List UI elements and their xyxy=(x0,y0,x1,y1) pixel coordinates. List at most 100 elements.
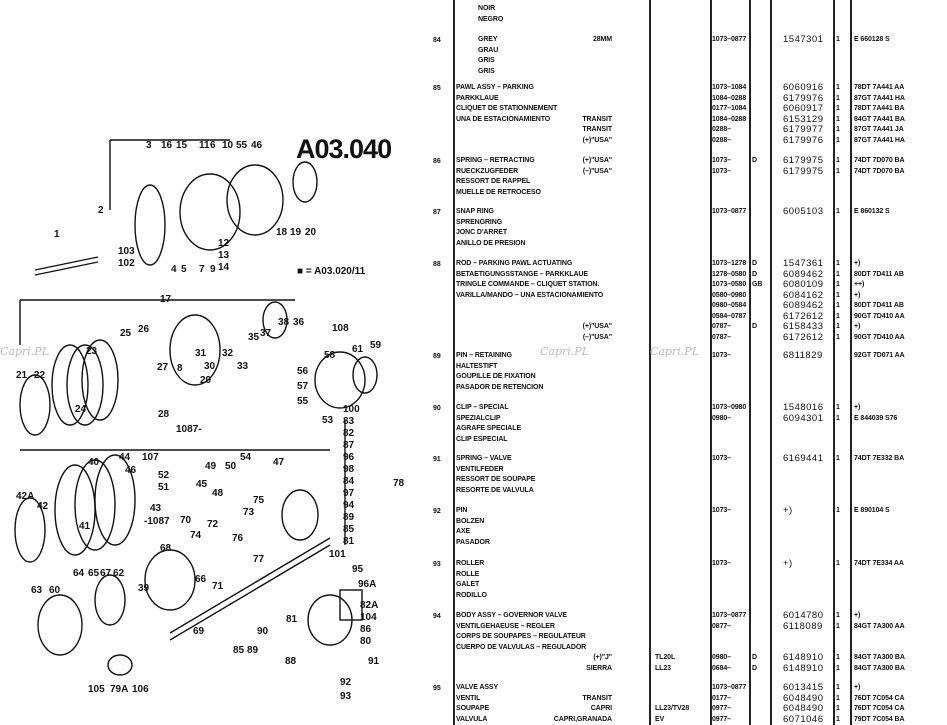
quantity: 1 xyxy=(836,115,840,123)
callout-number: 44 xyxy=(119,452,131,463)
part-number: 6158433 xyxy=(783,321,824,332)
part-description: SOUPAPE xyxy=(456,705,490,712)
part-description: TRINGLE COMMANDE – CLIQUET STATION. xyxy=(456,281,600,288)
date-range: 0584–0787 xyxy=(712,312,747,320)
reference-number: +) xyxy=(854,404,861,411)
callout-number: 39 xyxy=(138,583,150,594)
part-description: GALET xyxy=(456,581,480,588)
callout-number: 26 xyxy=(138,324,150,335)
callout-number: 62 xyxy=(113,568,125,579)
part-description: SNAP RING xyxy=(456,208,494,215)
part-description: CUERPO DE VALVULAS – REGULADOR xyxy=(456,643,587,651)
callout-number: 96A xyxy=(358,579,377,590)
part-number: 6080109 xyxy=(783,279,824,290)
callout-number: 45 xyxy=(196,479,208,490)
item-number: 85 xyxy=(433,85,441,92)
diagram-title: A03.040 xyxy=(296,134,392,164)
quantity: 1 xyxy=(836,622,840,630)
callout-number: 101 xyxy=(329,549,346,560)
part-description: PAWL ASSY – PARKING xyxy=(456,84,534,91)
part-number: 6060916 xyxy=(783,82,824,93)
part-number: 6148910 xyxy=(783,652,824,663)
quantity: 1 xyxy=(836,94,840,102)
callout-number: 94 xyxy=(343,500,355,511)
callout-number: 82A xyxy=(360,600,379,611)
watermark: Capri.PL xyxy=(650,345,699,358)
item-number: 91 xyxy=(433,456,441,463)
date-range: 1073– xyxy=(712,560,731,567)
date-range: 0980–0584 xyxy=(712,302,747,309)
quantity: 1 xyxy=(836,455,840,462)
part-description: AXE xyxy=(456,528,471,535)
model-variant: (+)"USA" xyxy=(582,136,612,144)
quantity: 1 xyxy=(836,167,840,175)
part-description: ROLLER xyxy=(456,560,485,567)
part-description: VENTILGEHAEUSE – REGLER xyxy=(456,622,555,630)
item-number: 89 xyxy=(433,353,441,360)
callout-number: 56 xyxy=(297,366,309,377)
quantity: 1 xyxy=(836,705,840,712)
reference-number: 80DT 7D411 AB xyxy=(854,270,904,278)
callout-number: 108 xyxy=(332,323,349,334)
reference-number: 87GT 7A441 HA xyxy=(854,94,905,102)
reference-number: E 860132 S xyxy=(854,208,890,215)
part-description: AGRAFE SPECIALE xyxy=(456,425,522,432)
model-code: EV xyxy=(655,715,665,723)
part-description: NEGRO xyxy=(478,15,504,23)
part-number: +) xyxy=(783,505,793,516)
reference-number: E 660128 S xyxy=(854,36,890,43)
part-description: RODILLO xyxy=(456,591,487,599)
callout-number: 1 xyxy=(54,229,60,240)
callout-number: 16 xyxy=(161,140,173,151)
item-number: 94 xyxy=(433,613,441,620)
callout-number: 41 xyxy=(79,521,91,532)
callout-number: 9 xyxy=(210,264,216,275)
quantity: 1 xyxy=(836,291,840,299)
part-description: RESSORT DE RAPPEL xyxy=(456,178,531,185)
part-description: PASADOR xyxy=(456,538,490,546)
callout-number: 61 xyxy=(352,344,364,355)
model-variant: CAPRI xyxy=(590,705,612,712)
callout-number: 42 xyxy=(37,501,49,512)
reference-number: +) xyxy=(854,323,861,330)
part-description: VALVE ASSY xyxy=(456,684,499,691)
part-number: 6060917 xyxy=(783,103,824,114)
part-number: 6048490 xyxy=(783,703,824,714)
date-range: 1073–1084 xyxy=(712,84,747,91)
item-number: 95 xyxy=(433,685,441,692)
item-number: 87 xyxy=(433,209,441,216)
quantity: 1 xyxy=(836,208,840,215)
callout-number: 103 xyxy=(118,246,135,257)
part-description: SPRING – RETRACTING xyxy=(456,157,535,164)
callout-number: 88 xyxy=(285,656,297,667)
reference-number: E 890104 S xyxy=(854,507,890,514)
reference-number: 74DT 7E334 AA xyxy=(854,560,904,567)
callout-number: 25 xyxy=(120,328,132,339)
watermark: Capri.PL xyxy=(540,345,589,358)
part-description: PARKKLAUE xyxy=(456,94,499,102)
part-number: 1548016 xyxy=(783,402,824,413)
quantity: 1 xyxy=(836,126,840,133)
country-note: GB xyxy=(752,281,763,288)
part-number: 1547361 xyxy=(783,258,824,269)
item-number: 88 xyxy=(433,261,441,268)
callout-number: 35 xyxy=(248,332,260,343)
date-range: 0877– xyxy=(712,622,731,630)
callout-number: 70 xyxy=(180,515,192,526)
reference-number: 87GT 7A441 HA xyxy=(854,136,905,144)
model-variant: (+)"USA" xyxy=(582,323,612,330)
model-variant: (+)"J" xyxy=(593,654,612,661)
part-description: RUECKZUGFEDER xyxy=(456,167,519,175)
part-description: ANILLO DE PRESION xyxy=(456,239,526,247)
callout-number: 55 xyxy=(297,396,309,407)
date-range: 0684– xyxy=(712,664,731,672)
callout-number: 85 xyxy=(233,645,245,656)
part-number: 6169441 xyxy=(783,453,824,464)
callout-number: 82 xyxy=(343,428,355,439)
callout-number: 10 xyxy=(222,140,234,151)
reference-number: 78DT 7A441 AA xyxy=(854,84,905,91)
date-range: 0580–0980 xyxy=(712,291,747,299)
part-description: PASADOR DE RETENCION xyxy=(456,383,544,391)
part-number: 6153129 xyxy=(783,113,824,125)
date-range: 0980– xyxy=(712,654,731,661)
